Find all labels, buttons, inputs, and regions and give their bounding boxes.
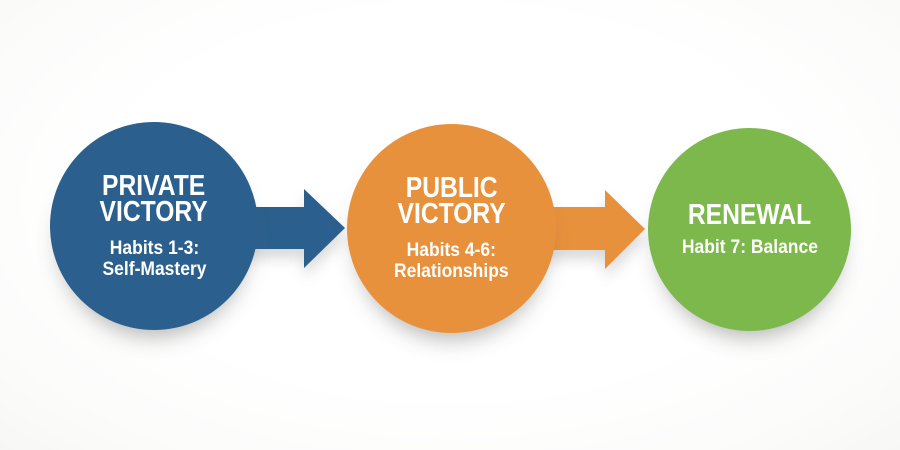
step-heading: PUBLIC VICTORY <box>397 172 506 230</box>
step-heading: PRIVATE VICTORY <box>99 169 209 228</box>
heading-line: RENEWAL <box>687 198 812 231</box>
step-private-victory: PRIVATE VICTORY Habits 1-3: Self-Mastery <box>50 122 258 330</box>
step-subtitle: Habits 4-6: Relationships <box>394 240 509 282</box>
step-renewal: RENEWAL Habit 7: Balance <box>648 128 851 331</box>
arrow-shape <box>535 190 645 269</box>
subtitle-line: Habits 4-6: <box>406 240 497 261</box>
heading-line: PUBLIC <box>405 172 498 204</box>
arrow-right-icon <box>535 190 645 269</box>
subtitle-line: Habit 7: Balance <box>681 236 818 258</box>
subtitle-line: Relationships <box>394 261 509 282</box>
step-subtitle: Habits 1-3: Self-Mastery <box>102 238 206 280</box>
heading-line: VICTORY <box>99 195 209 228</box>
arrow-shape <box>235 189 345 268</box>
subtitle-line: Habits 1-3: <box>109 237 199 259</box>
arrow-right-icon <box>235 189 345 268</box>
heading-line: VICTORY <box>397 198 506 230</box>
step-subtitle: Habit 7: Balance <box>681 237 817 258</box>
step-public-victory: PUBLIC VICTORY Habits 4-6: Relationships <box>347 124 556 333</box>
heading-line: PRIVATE <box>102 169 206 202</box>
step-heading: RENEWAL <box>687 198 812 231</box>
subtitle-line: Self-Mastery <box>102 258 206 280</box>
